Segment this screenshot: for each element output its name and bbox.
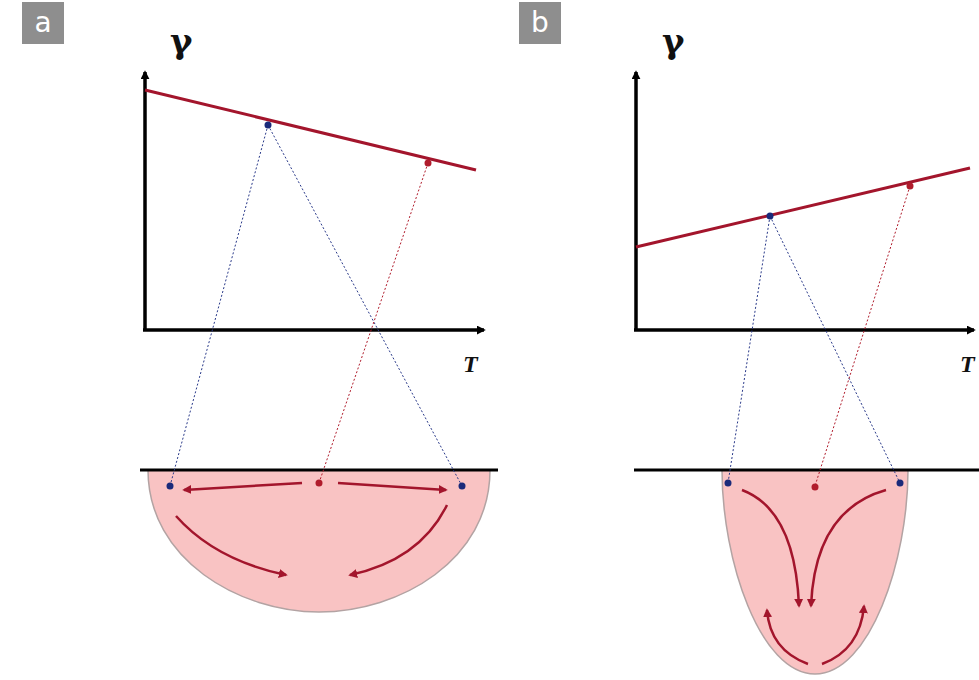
panel-letter: b	[531, 9, 549, 37]
panel-letter: a	[34, 9, 51, 37]
x-axis	[634, 328, 974, 332]
flow-arrow	[184, 483, 302, 490]
panel-tag: b	[519, 2, 561, 44]
point	[459, 483, 466, 490]
point	[425, 160, 432, 167]
x-axis	[143, 328, 484, 332]
point	[265, 122, 272, 129]
flow-arrow	[350, 505, 447, 575]
flow-arrow	[338, 483, 446, 490]
leader-line	[170, 125, 268, 486]
leader-line	[728, 216, 770, 483]
point	[907, 183, 914, 190]
leader-line	[268, 125, 462, 486]
flow-arrow	[176, 516, 286, 575]
y-axis	[634, 72, 638, 330]
point	[897, 480, 904, 487]
axis-label-x: T	[960, 352, 975, 376]
axis-label-y: γ	[170, 24, 192, 58]
flow-arrow	[822, 606, 864, 664]
axis-label-y: γ	[662, 24, 684, 58]
panel-tag: a	[22, 2, 64, 44]
flow-arrow	[811, 490, 886, 606]
flow-arrow	[742, 490, 799, 606]
leader-line	[770, 216, 900, 483]
panel-a	[140, 72, 498, 612]
leader-line	[319, 163, 428, 483]
surface-line	[634, 469, 979, 472]
point	[167, 483, 174, 490]
surface-tension-line	[145, 90, 476, 170]
weld-pool	[722, 470, 908, 674]
axis-label-x: T	[463, 352, 478, 376]
leader-line	[815, 186, 910, 486]
panel-b	[634, 72, 979, 674]
y-axis	[143, 72, 147, 330]
point	[812, 484, 819, 491]
surface-tension-line	[636, 168, 970, 247]
flow-arrow	[767, 610, 808, 664]
point	[725, 480, 732, 487]
point	[767, 213, 774, 220]
point	[316, 480, 323, 487]
weld-pool	[148, 470, 490, 612]
surface-line	[140, 469, 498, 472]
